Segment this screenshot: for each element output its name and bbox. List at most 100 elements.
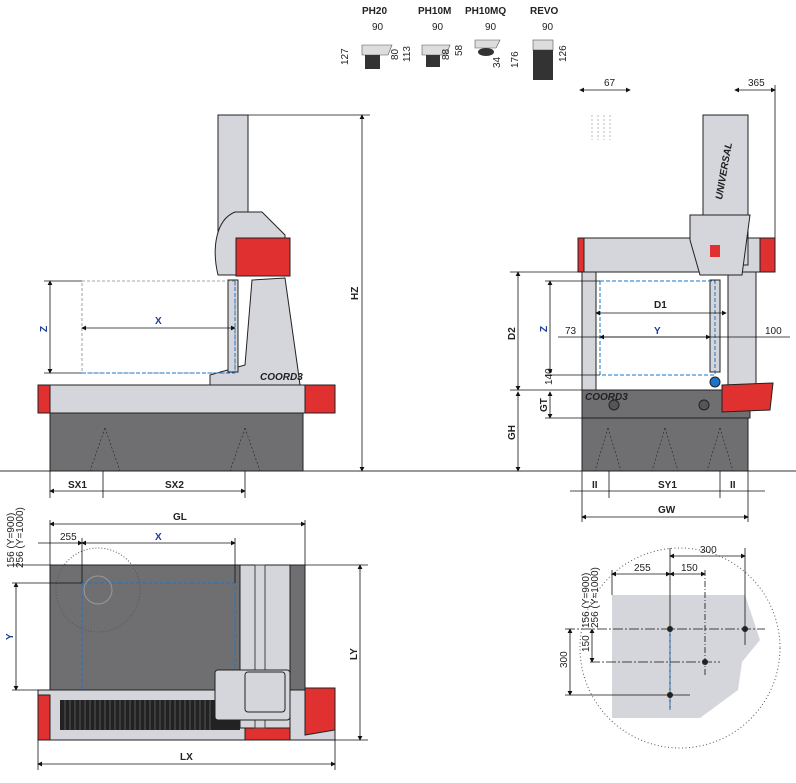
drawing-shape (304, 687, 336, 736)
dim-156: 156 (Y=900) (6, 513, 17, 568)
drawing-shape (667, 626, 673, 632)
dim-150-top: 150 (681, 563, 698, 574)
drawing-shape (37, 694, 51, 741)
probe-height: 58 (454, 44, 465, 56)
drawing-shape (698, 399, 710, 411)
dim-256: 256 (Y=1000) (15, 507, 26, 568)
brand-logo: COORD3 (260, 372, 303, 383)
end-cap-red (721, 382, 774, 413)
probe-height: 127 (340, 48, 351, 65)
leg-right (727, 271, 757, 391)
dim-lx: LX (180, 752, 193, 763)
table-corner (612, 595, 760, 718)
dim-gt: GT (539, 398, 550, 412)
drawing-shape (244, 727, 291, 741)
dim-ii-right: II (730, 480, 736, 491)
carriage-red-cover (235, 237, 291, 277)
dim-140: 140 (544, 368, 555, 385)
dim-x: X (155, 316, 162, 327)
end-cap-left (37, 384, 51, 414)
dim-z: Z (539, 326, 550, 332)
probe-body-height: 126 (558, 45, 569, 62)
probe-label: PH10M (418, 6, 451, 17)
probe-label: PH20 (362, 6, 387, 17)
dim-gw: GW (658, 505, 676, 516)
dim-300-top: 300 (700, 545, 717, 556)
probe-revo: REVO 90 176 126 (510, 6, 569, 80)
drawing-shape (474, 39, 501, 49)
dim-100: 100 (765, 326, 782, 337)
drawing-shape (421, 44, 451, 56)
dim-x: X (155, 532, 162, 543)
drawing-shape (702, 659, 708, 665)
top-view: GL 255 X 156 (Y=900) 256 (Y=1000) Y LY L… (5, 507, 368, 770)
dim-ii-left: II (592, 480, 598, 491)
dim-gh: GH (507, 425, 518, 440)
table (37, 384, 336, 414)
dim-d1: D1 (654, 300, 667, 311)
drawing-shape (608, 399, 620, 411)
probe-ph20: PH20 90 127 80 (340, 6, 401, 69)
drawing-shape (710, 245, 720, 257)
drawing-shape (667, 692, 673, 698)
dim-156: 156 (Y=900) (581, 573, 592, 628)
front-view: COORD3 Z X HZ SX1 SX2 (37, 114, 370, 498)
drawing-shape (532, 39, 554, 51)
measuring-volume (81, 280, 236, 374)
drawing-shape (426, 55, 440, 67)
drawing-shape (591, 115, 611, 140)
drawing-shape (55, 547, 141, 633)
drawing-shape (244, 671, 286, 713)
bridge-leg (209, 277, 301, 386)
dim-z: Z (39, 326, 50, 332)
probe-body-height: 80 (390, 48, 401, 60)
drawing-shape (577, 237, 585, 273)
dim-y: Y (654, 326, 661, 337)
probe-body-height: 88 (441, 48, 452, 60)
drawing-shape (759, 237, 776, 273)
detail-view: 300 255 150 156 (Y=900) 256 (Y=1000) 150… (559, 545, 781, 749)
probe-body-height: 34 (492, 56, 503, 68)
dim-73: 73 (565, 326, 577, 337)
dim-sy1: SY1 (658, 480, 677, 491)
probe-width: 90 (542, 22, 554, 33)
drawing-shape (361, 44, 393, 56)
end-cap-right (304, 384, 336, 414)
dim-hz: HZ (350, 287, 361, 300)
probe-height: 176 (510, 51, 521, 68)
dim-sx1: SX1 (68, 480, 87, 491)
probe-label: PH10MQ (465, 6, 506, 17)
measuring-volume (599, 280, 716, 376)
drawing-shape (254, 564, 266, 729)
dim-255: 255 (60, 532, 77, 543)
probe-width: 90 (485, 22, 497, 33)
probe-ph10mq: PH10MQ 90 58 34 (454, 6, 506, 68)
dim-y: Y (5, 633, 16, 640)
probe-width: 90 (372, 22, 384, 33)
drawing-shape (742, 626, 748, 632)
detail-boundary (579, 547, 781, 749)
side-view: COORD3 UNIVERSAL 67 365 D2 GH Z 140 GT (507, 78, 790, 522)
dim-d2: D2 (507, 327, 518, 340)
probe-label: REVO (530, 6, 559, 17)
probe-heads: PH20 90 127 80 PH10M 90 113 88 PH10MQ 90… (340, 6, 569, 80)
drawing-shape (478, 48, 494, 56)
probe-height: 113 (402, 46, 413, 62)
brand-logo: COORD3 (585, 392, 628, 403)
dim-256: 256 (Y=1000) (590, 567, 601, 628)
drawing-shape (64, 700, 211, 730)
dim-255: 255 (634, 563, 651, 574)
drawing-shape (365, 55, 380, 69)
drawing-shape (83, 575, 113, 605)
granite-base (581, 417, 749, 472)
granite-base (49, 412, 304, 472)
dim-67: 67 (604, 78, 616, 89)
drawing-shape (709, 376, 721, 388)
dim-gl: GL (173, 512, 187, 523)
dim-ly: LY (349, 648, 360, 660)
probe-ph10m: PH10M 90 113 88 (402, 6, 452, 67)
leg-left (581, 271, 597, 391)
dim-150-side: 150 (581, 635, 592, 652)
